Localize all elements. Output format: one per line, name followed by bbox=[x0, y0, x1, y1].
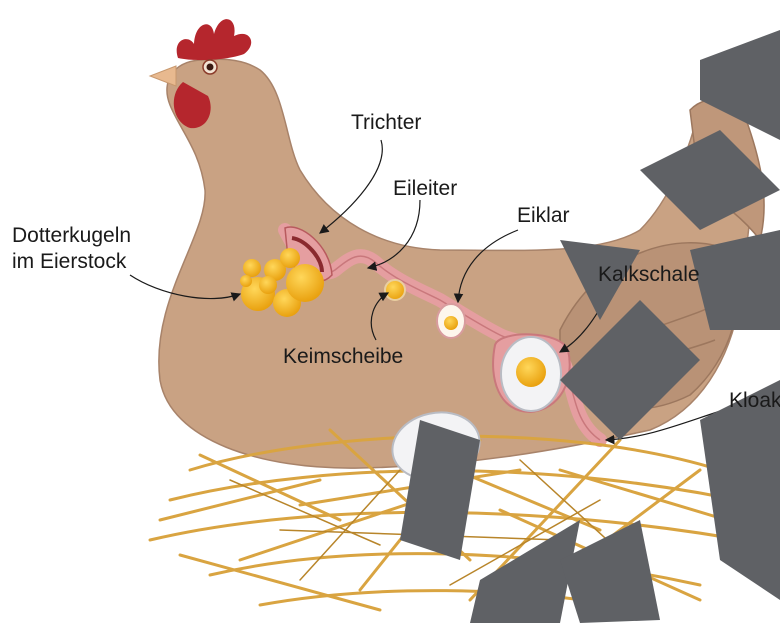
label-trichter: Trichter bbox=[351, 110, 421, 136]
hen-illustration bbox=[150, 19, 764, 468]
label-eiklar: Eiklar bbox=[517, 203, 570, 229]
beak bbox=[150, 66, 176, 86]
label-kalkschale: Kalkschale bbox=[598, 262, 700, 288]
yolk-keimscheibe bbox=[385, 280, 405, 300]
label-dotterkugeln-line1: Dotterkugeln bbox=[12, 223, 131, 249]
label-eileiter: Eileiter bbox=[393, 176, 457, 202]
label-kloake: Kloake bbox=[729, 388, 780, 414]
label-dotterkugeln-line2: im Eierstock bbox=[12, 249, 131, 275]
comb bbox=[177, 19, 252, 60]
label-dotterkugeln: Dotterkugeln im Eierstock bbox=[12, 223, 131, 275]
label-keimscheibe: Keimscheibe bbox=[283, 344, 403, 370]
egg-eiklar bbox=[437, 304, 465, 338]
